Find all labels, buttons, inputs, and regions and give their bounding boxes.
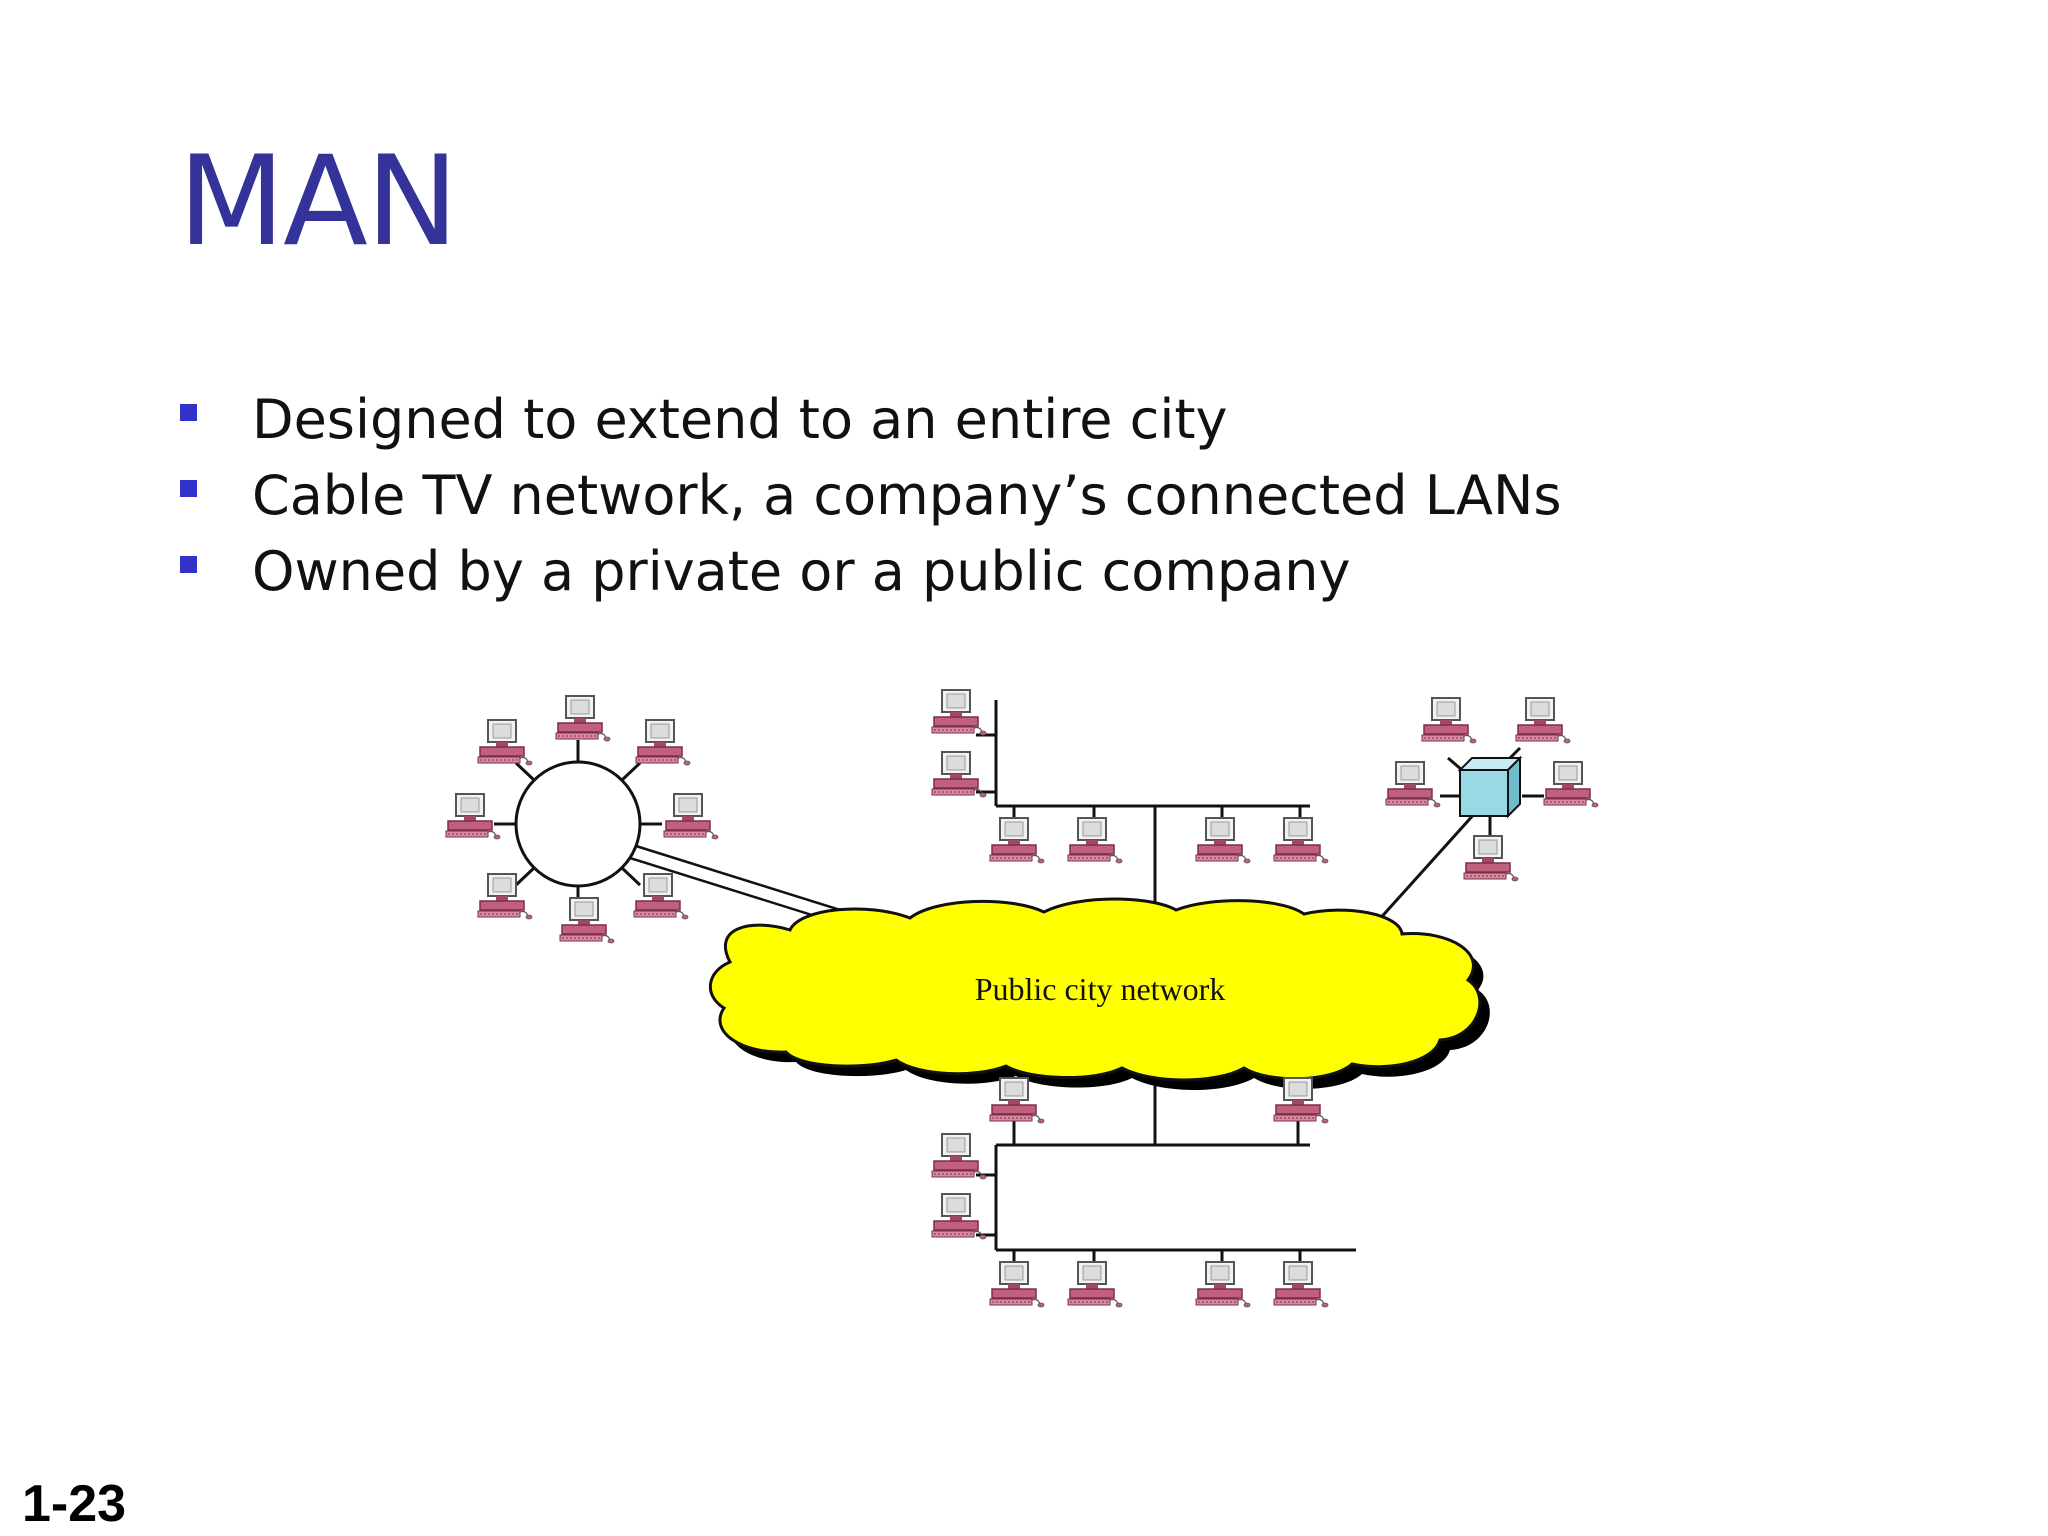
computer-icon: [559, 897, 615, 944]
computer-icon: [931, 751, 987, 798]
network-links: [494, 700, 1544, 1270]
public-city-network-cloud: [708, 897, 1482, 1082]
computer-icon: [931, 689, 987, 736]
computer-icon: [989, 817, 1045, 864]
computer-icon: [1543, 761, 1599, 808]
square-bullet-icon: [180, 556, 197, 573]
computer-icon: [989, 1077, 1045, 1124]
computer-icon: [1463, 835, 1519, 882]
computer-icon: [1421, 697, 1477, 744]
computer-icon: [931, 1193, 987, 1240]
switch-icon: [1457, 755, 1523, 819]
computer-icon: [1273, 817, 1329, 864]
computer-icon: [477, 719, 533, 766]
cloud-label: Public city network: [975, 971, 1226, 1007]
ring-lan: [514, 760, 642, 888]
bullet-text: Owned by a private or a public company: [252, 540, 1351, 603]
computer-icon: [1515, 697, 1571, 744]
computer-icon: [1195, 1261, 1251, 1308]
square-bullet-icon: [180, 404, 197, 421]
computer-icon: [931, 1133, 987, 1180]
computer-icon: [477, 873, 533, 920]
computer-icon: [1385, 761, 1441, 808]
computer-icon: [1195, 817, 1251, 864]
computer-icon: [989, 1261, 1045, 1308]
computer-icon: [635, 719, 691, 766]
bullet-text: Designed to extend to an entire city: [252, 388, 1228, 451]
computer-icon: [633, 873, 689, 920]
computer-icon: [1067, 817, 1123, 864]
computer-icon: [445, 793, 501, 840]
bullet-text: Cable TV network, a company’s connected …: [252, 464, 1562, 527]
slide-number: 1-23: [22, 1475, 127, 1533]
square-bullet-icon: [180, 480, 197, 497]
computer-icon: [555, 695, 611, 742]
computer-icon: [1273, 1261, 1329, 1308]
slide-title: MAN: [178, 130, 459, 274]
computer-icon: [1067, 1261, 1123, 1308]
computer-icon: [663, 793, 719, 840]
